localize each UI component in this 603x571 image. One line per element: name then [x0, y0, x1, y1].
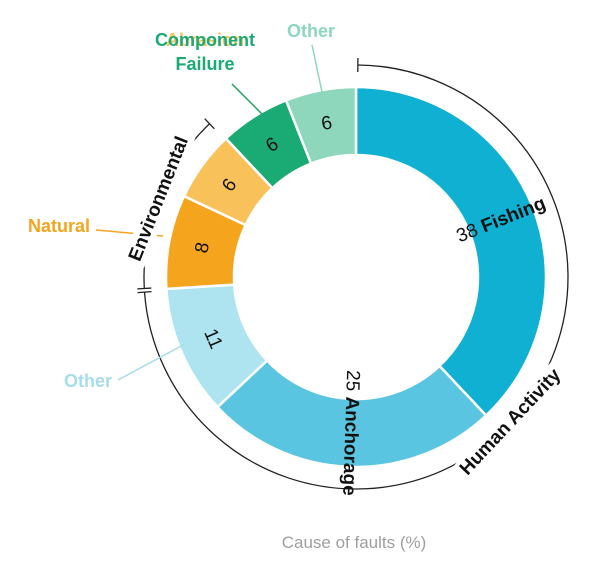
leader-line-other-6	[311, 44, 323, 93]
bracket-tick-human-activity-1	[137, 291, 152, 294]
outer-label-other-2: Other	[64, 371, 112, 391]
leader-line-component-failure-5	[231, 83, 263, 115]
group-label-bg-environmental	[122, 129, 196, 269]
slice-fishing-0	[354, 85, 548, 418]
outer-label-natural-3: Natural	[28, 216, 90, 236]
slice-other-6	[284, 85, 358, 166]
slice-label-anchorage: 25 Anchorage	[339, 370, 364, 496]
value-label-natural-3: 8	[191, 241, 214, 255]
group-label-bg-human-activity	[452, 360, 570, 484]
outer-label-abrasion-4: Abrasion	[166, 30, 244, 50]
value-label-other-6: 6	[320, 112, 334, 135]
chart-caption: Cause of faults (%)	[282, 533, 427, 552]
leader-line-other-2	[117, 343, 186, 381]
slices-layer	[164, 85, 548, 469]
outer-label-other-6: Other	[287, 21, 335, 41]
bracket-tick-environmental-0	[137, 287, 152, 290]
slice-anchorage-1	[215, 358, 488, 469]
bracket-tick-environmental-1	[204, 118, 215, 130]
